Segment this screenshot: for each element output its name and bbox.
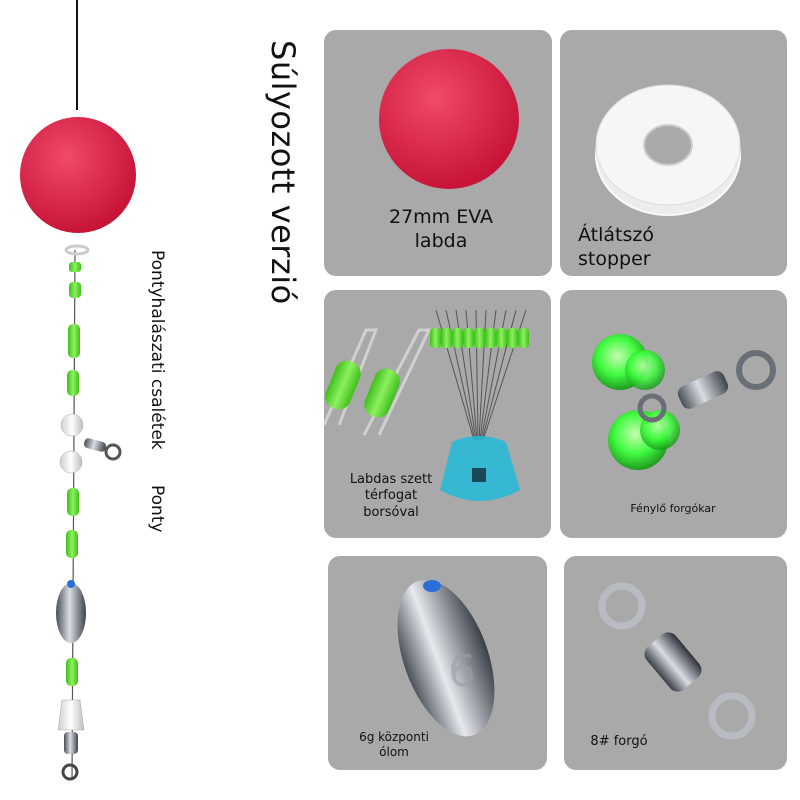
stopper-image <box>595 84 741 216</box>
card-glowing-swivel: Fénylő forgókar <box>560 290 787 538</box>
svg-text:6: 6 <box>448 646 476 697</box>
card-eva-ball: 27mm EVA labda <box>324 30 552 276</box>
card-bead-set: Labdas szett térfogat borsóval <box>324 290 551 538</box>
glowing-swivel-image <box>592 334 776 470</box>
bead-set-image <box>324 309 529 501</box>
lead-image: 6 <box>397 579 495 737</box>
eva-ball-caption-line1: 27mm EVA <box>388 206 494 228</box>
lead-weight <box>56 583 86 643</box>
rig-caption-carp: Ponty <box>147 485 167 533</box>
glowing-swivel-caption: Fénylő forgókar <box>630 502 716 515</box>
eva-ball-image <box>379 49 519 189</box>
swivel-image <box>598 582 756 740</box>
eva-ball <box>20 117 136 233</box>
lead-caption-line1: 6g központi <box>359 730 429 744</box>
bead-set-caption-line3: borsóval <box>363 504 419 520</box>
lead-caption-line2: ólom <box>379 745 409 759</box>
bead-set-caption-line1: Labdas szett <box>349 472 433 487</box>
fishing-rig-illustration <box>20 0 136 781</box>
bead-set-caption-line2: térfogat <box>364 488 418 504</box>
eva-ball-caption-line2: labda <box>414 229 468 252</box>
stopper-caption-line2: stopper <box>578 247 651 270</box>
card-swivel: 8# forgó <box>564 556 787 770</box>
card-stopper: Átlátszó stopper <box>560 30 787 276</box>
card-lead: 6 6g központi ólom <box>328 556 547 770</box>
swivel-caption: 8# forgó <box>590 734 648 749</box>
page-title: Súlyozott verzió <box>264 40 302 305</box>
stopper-caption-line1: Átlátszó <box>578 224 654 246</box>
rig-caption-carp-bait: Pontyhalászati csalétek <box>147 250 167 450</box>
